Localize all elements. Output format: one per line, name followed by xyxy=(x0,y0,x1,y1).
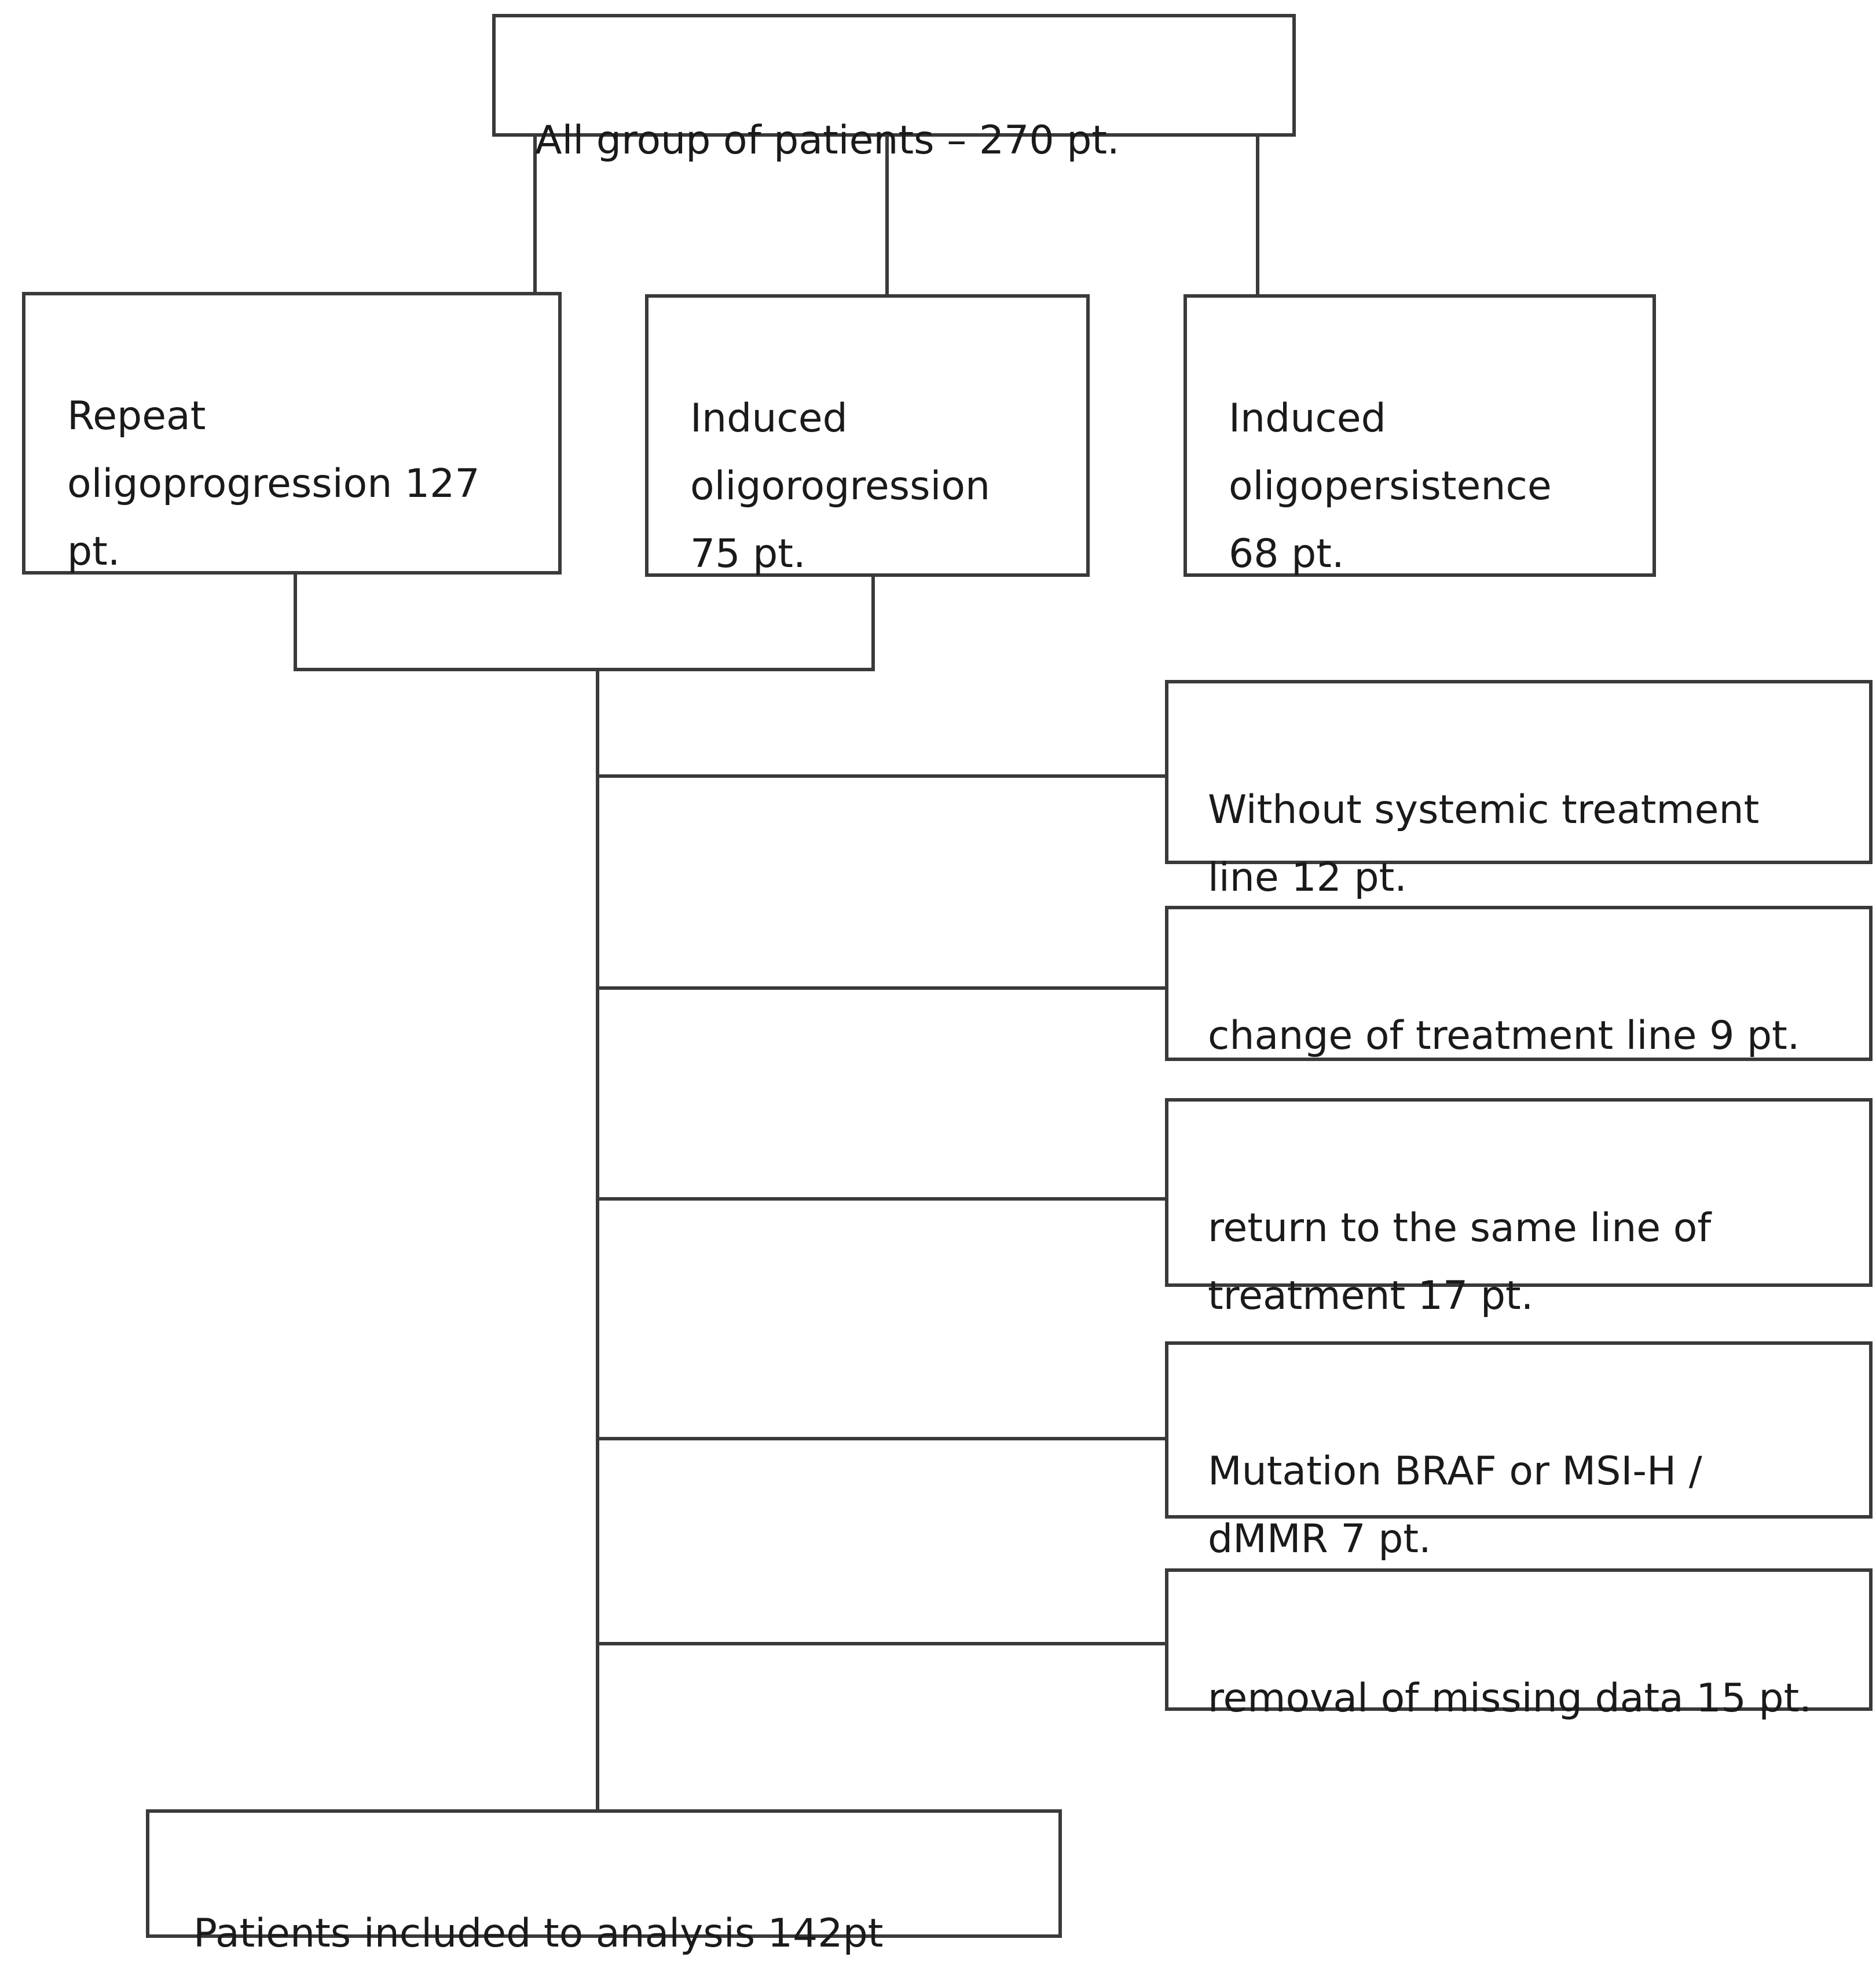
included-patients-box: Patients included to analysis 142pt xyxy=(146,1809,1062,1956)
induced-oligopersistence-label: Induced oligopersistence 68 pt. xyxy=(1229,395,1552,577)
included-patients-label: Patients included to analysis 142pt xyxy=(193,1910,884,1956)
exclusion-label: change of treatment line 9 pt. xyxy=(1208,1012,1800,1059)
induced-oligorogression-box: Induced oligorogression 75 pt. xyxy=(645,294,1090,577)
repeat-oligoprogression-box: Repeat oligoprogression 127 pt. xyxy=(22,292,562,575)
exclusion-box-change-of-line: change of treatment line 9 pt. xyxy=(1165,906,1873,1061)
repeat-oligoprogression-label: Repeat oligoprogression 127 pt. xyxy=(67,393,480,575)
all-patients-label: All group of patients – 270 pt. xyxy=(535,117,1120,163)
exclusion-label: removal of missing data 15 pt. xyxy=(1208,1675,1812,1721)
induced-oligopersistence-box: Induced oligopersistence 68 pt. xyxy=(1184,294,1656,577)
induced-oligorogression-label: Induced oligorogression 75 pt. xyxy=(690,395,991,577)
exclusion-box-return-same-line: return to the same line of treatment 17 … xyxy=(1165,1098,1873,1319)
exclusion-box-no-systemic-treatment: Without systemic treatment line 12 pt. xyxy=(1165,680,1873,901)
exclusion-label: return to the same line of treatment 17 … xyxy=(1208,1205,1712,1319)
exclusion-label: Mutation BRAF or MSI-H / dMMR 7 pt. xyxy=(1208,1448,1702,1562)
exclusion-box-missing-data: removal of missing data 15 pt. xyxy=(1165,1568,1873,1721)
exclusion-box-braf-msi: Mutation BRAF or MSI-H / dMMR 7 pt. xyxy=(1165,1341,1873,1562)
all-patients-box: All group of patients – 270 pt. xyxy=(492,14,1296,163)
exclusion-label: Without systemic treatment line 12 pt. xyxy=(1208,787,1760,901)
